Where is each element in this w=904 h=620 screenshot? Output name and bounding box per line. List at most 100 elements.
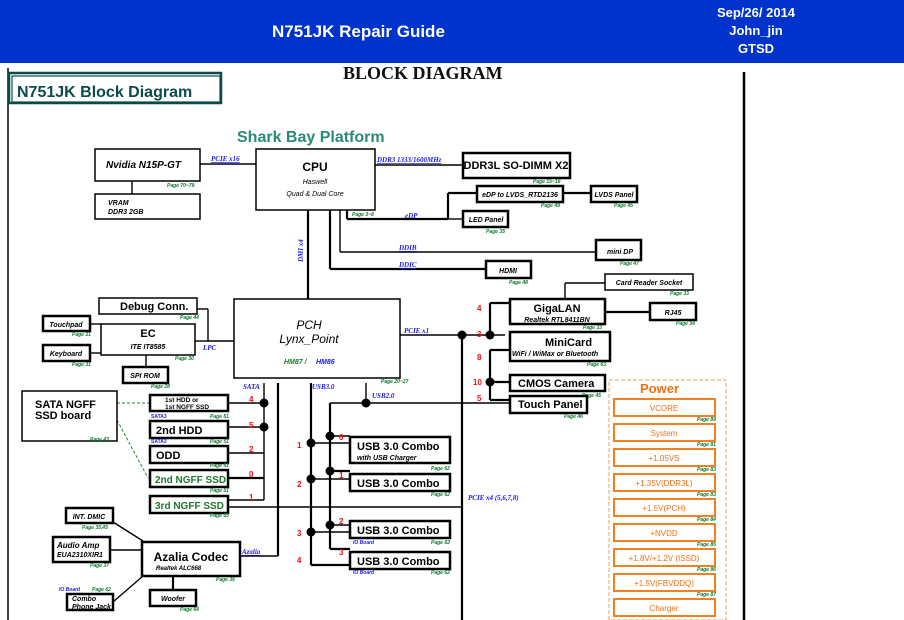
block-cmos-camera[interactable]: CMOS Camera Page 45 (508, 373, 607, 399)
block-touch-panel[interactable]: Touch Panel Page 46 (508, 394, 589, 420)
codec-chip: Realtek ALC668 (156, 566, 202, 572)
woofer-page: Page 64 (180, 607, 199, 613)
block-sata-ngff-board[interactable]: SATA NGFF SSD board Page 43 (21, 390, 118, 443)
block-led-panel[interactable]: LED Panel Page 35 (461, 209, 510, 235)
power-rail-label: +1.35V(DDR3L) (635, 479, 692, 488)
hdd1-label2: 1st NGFF SSD (165, 404, 209, 411)
block-gigalan[interactable]: GigaLAN Realtek RTL8411BN Page 33 (508, 297, 607, 331)
diagram-title-box: N751JK Block Diagram (7, 71, 223, 105)
rj45-page: Page 34 (676, 321, 695, 327)
power-rail-item[interactable]: +1.35V(DDR3L)Page 83 (613, 473, 716, 498)
block-usb-combo-1[interactable]: USB 3.0 Combo with USB Charger Page 62 (348, 435, 452, 472)
block-usb-combo-4[interactable]: USB 3.0 Combo IO Board Page 62 (348, 550, 452, 576)
touchpad-label: Touchpad (49, 322, 83, 329)
block-azalia-codec[interactable]: Azalia Codec Realtek ALC668 Page 36 (140, 540, 242, 583)
ngff3-label: 3rd NGFF SSD (155, 501, 224, 512)
block-woofer[interactable]: Woofer Page 64 (148, 588, 199, 613)
port-minicard: 3 (477, 330, 482, 339)
gpu-page: Page 70~79 (167, 183, 195, 189)
power-rail-item[interactable]: +1.5V(FBVDDQ)Page 87 (613, 573, 716, 598)
block-hdd1[interactable]: 1st HDD or 1st NGFF SSD SATA3 Page 51 (148, 393, 230, 420)
power-rail-box (613, 423, 716, 442)
block-mini-dp[interactable]: mini DP Page 47 (594, 238, 643, 267)
minicard-label: MiniCard (545, 337, 592, 349)
power-rail-box (613, 523, 716, 542)
dmic-label: INT. DMIC (73, 514, 106, 521)
rj45-label: RJ45 (665, 310, 682, 317)
power-rail-box (613, 448, 716, 467)
port-bt: 8 (477, 353, 482, 362)
block-touchpad[interactable]: Touchpad Page 31 (41, 314, 92, 338)
header-meta: Sep/26/ 2014 John_jin GTSD (706, 4, 806, 58)
block-usb-combo-3[interactable]: USB 3.0 Combo IO Board Page 62 (348, 519, 452, 546)
power-rail-box (613, 573, 716, 592)
block-hdd2[interactable]: 2nd HDD SATA3 Page 51 (148, 419, 230, 445)
block-lvds-panel[interactable]: LVDS Panel Page 45 (589, 184, 639, 209)
power-rail-item[interactable]: +1.8V/+1.2V (ISSD)Page 86 (613, 548, 716, 573)
power-rail-label: +1.5V(FBVDDQ) (634, 579, 694, 588)
block-card-reader[interactable]: Card Reader Socket Page 33 (604, 273, 694, 297)
block-spi-rom[interactable]: SPI ROM Page 28 (121, 365, 170, 390)
block-keyboard[interactable]: Keyboard Page 31 (41, 343, 92, 368)
block-cpu[interactable]: CPU Haswell Quad & Dual Core Page 3~8 (255, 148, 376, 218)
cmos-page: Page 45 (582, 393, 601, 399)
power-rail-page: Page 87 (697, 592, 716, 598)
power-rail-item[interactable]: Charger (613, 598, 716, 617)
block-hdmi[interactable]: HDMI Page 48 (484, 259, 533, 286)
dimm-label: DDR3L SO-DIMM X2 (464, 160, 569, 172)
port-ngff3: 1 (249, 493, 254, 502)
port-odd: 2 (249, 445, 254, 454)
block-usb-combo-2[interactable]: USB 3.0 Combo Page 62 (348, 472, 452, 498)
led-panel-label: LED Panel (469, 217, 505, 224)
power-rail-label: +1.05VS (649, 454, 680, 463)
usb4-label: USB 3.0 Combo (357, 556, 440, 568)
block-dimm[interactable]: DDR3L SO-DIMM X2 Page 15~19 (461, 151, 572, 185)
edp-lvds-page: Page 49 (541, 203, 560, 209)
bus-ddib: DDIB (398, 244, 417, 252)
block-ngff3[interactable]: 3rd NGFF SSD Page 53 (148, 494, 230, 519)
block-gpu[interactable]: Nvidia N15P-GT Page 70~79 (94, 148, 201, 189)
power-rail-box (613, 398, 716, 417)
block-odd[interactable]: ODD Page 51 (148, 444, 230, 469)
hdd2-label: 2nd HDD (156, 425, 203, 437)
power-rail-item[interactable]: +1.5V(PCH)Page 84 (613, 498, 716, 523)
power-rail-page: Page 81 (697, 442, 716, 448)
block-rj45[interactable]: RJ45 Page 34 (648, 301, 698, 327)
amp-label: Audio Amp (56, 541, 99, 550)
block-pch[interactable]: PCH Lynx_Point HM87 / HM86 Page 20~27 (233, 298, 409, 385)
bus-pcie16: PCIE x16 (211, 155, 240, 163)
header-author: John_jin (729, 23, 783, 38)
diagram-title: N751JK Block Diagram (17, 84, 192, 101)
port-usb2-3: 3 (297, 529, 302, 538)
touch-panel-label: Touch Panel (518, 399, 583, 411)
mini-dp-label: mini DP (607, 249, 633, 256)
port-usb3-3: 2 (339, 517, 344, 526)
usb2-label: USB 3.0 Combo (357, 478, 440, 490)
block-edp-lvds[interactable]: eDP to LVDS_RTD2136 Page 49 (475, 184, 565, 209)
block-vram[interactable]: VRAM DDR3 2GB (94, 193, 201, 220)
port-cmos: 10 (473, 378, 482, 387)
block-combo-jack[interactable]: IO Board Page 62 Combo Phone Jack (59, 587, 115, 612)
cpu-page: Page 3~8 (352, 212, 374, 218)
block-minicard[interactable]: MiniCard WiFi / WiMax or Bluetooth Page … (508, 330, 612, 368)
block-ec[interactable]: EC ITE IT8585 Page 30 (100, 323, 196, 362)
block-int-dmic[interactable]: INT. DMIC Page 35,45 (64, 506, 115, 531)
block-audio-amp[interactable]: Audio Amp EUA2310XIR1 Page 37 (51, 535, 112, 569)
port-gigalan: 4 (477, 304, 482, 313)
combo-jack-label2: Phone Jack (72, 604, 112, 611)
port-numbers: 4 3 8 10 5 4 5 2 0 1 1 2 3 4 0 1 2 3 (249, 304, 482, 565)
header-dept: GTSD (737, 41, 775, 56)
led-panel-page: Page 35 (486, 229, 505, 235)
odd-label: ODD (156, 450, 181, 462)
power-rail-box (613, 473, 716, 492)
pch-label: PCH (296, 318, 322, 332)
block-debug-conn[interactable]: Debug Conn. Page 44 (98, 297, 199, 321)
block-ngff2[interactable]: 2nd NGFF SSD Page 51 (148, 468, 230, 494)
ec-chip: ITE IT8585 (131, 344, 166, 351)
